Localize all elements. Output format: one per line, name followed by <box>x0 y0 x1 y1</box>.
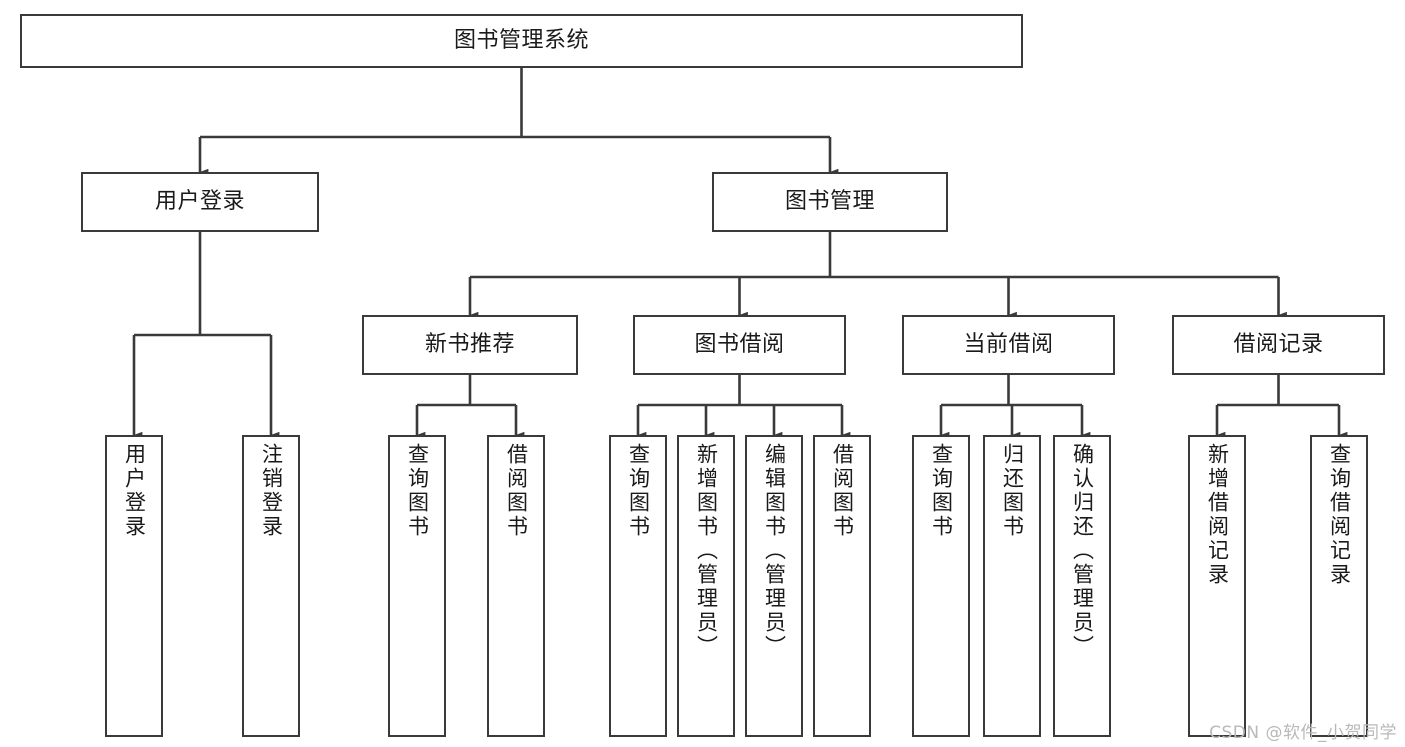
node-leaf-confirm-return[interactable]: 确认归还（管理员） <box>1053 435 1111 737</box>
node-leaf-borrow-book-2[interactable]: 借阅图书 <box>813 435 871 737</box>
node-leaf-add-book[interactable]: 新增图书（管理员） <box>677 435 735 737</box>
edge-paths <box>132 68 1348 439</box>
node-l2-current-borrow[interactable]: 当前借阅 <box>902 315 1115 375</box>
node-label: 借阅图书 <box>830 443 855 539</box>
node-root[interactable]: 图书管理系统 <box>20 14 1023 68</box>
node-label: 查询图书 <box>929 443 954 539</box>
node-label: 当前借阅 <box>963 332 1054 358</box>
node-leaf-query-book-1[interactable]: 查询图书 <box>388 435 446 737</box>
node-leaf-add-record[interactable]: 新增借阅记录 <box>1188 435 1246 737</box>
node-label: 注销登录 <box>259 443 284 539</box>
node-label: 查询借阅记录 <box>1327 443 1352 587</box>
node-leaf-query-book-3[interactable]: 查询图书 <box>912 435 970 737</box>
node-label: 借阅记录 <box>1233 332 1324 358</box>
node-label: 编辑图书（管理员） <box>762 443 787 659</box>
node-leaf-edit-book[interactable]: 编辑图书（管理员） <box>745 435 803 737</box>
node-label: 新增借阅记录 <box>1205 443 1230 587</box>
node-label: 新增图书（管理员） <box>694 443 719 659</box>
node-leaf-user-login[interactable]: 用户登录 <box>105 435 163 737</box>
node-label: 用户登录 <box>154 189 245 215</box>
node-l2-borrow-record[interactable]: 借阅记录 <box>1172 315 1385 375</box>
node-leaf-borrow-book-1[interactable]: 借阅图书 <box>487 435 545 737</box>
node-label: 新书推荐 <box>424 332 515 358</box>
node-label: 图书借阅 <box>694 332 785 358</box>
node-leaf-query-record[interactable]: 查询借阅记录 <box>1310 435 1368 737</box>
node-label: 查询图书 <box>405 443 430 539</box>
node-label: 归还图书 <box>1000 443 1025 539</box>
node-label: 用户登录 <box>122 443 147 539</box>
node-l2-book-borrow[interactable]: 图书借阅 <box>633 315 846 375</box>
node-label: 图书管理 <box>784 189 875 215</box>
node-label: 借阅图书 <box>504 443 529 539</box>
node-label: 图书管理系统 <box>453 28 589 54</box>
node-leaf-query-book-2[interactable]: 查询图书 <box>609 435 667 737</box>
node-label: 查询图书 <box>626 443 651 539</box>
node-l2-new-book-rec[interactable]: 新书推荐 <box>362 315 578 375</box>
node-leaf-user-logout[interactable]: 注销登录 <box>242 435 300 737</box>
node-l1-book-manage[interactable]: 图书管理 <box>712 172 948 232</box>
node-leaf-return-book[interactable]: 归还图书 <box>983 435 1041 737</box>
node-label: 确认归还（管理员） <box>1070 443 1095 659</box>
node-l1-user-login[interactable]: 用户登录 <box>81 172 319 232</box>
